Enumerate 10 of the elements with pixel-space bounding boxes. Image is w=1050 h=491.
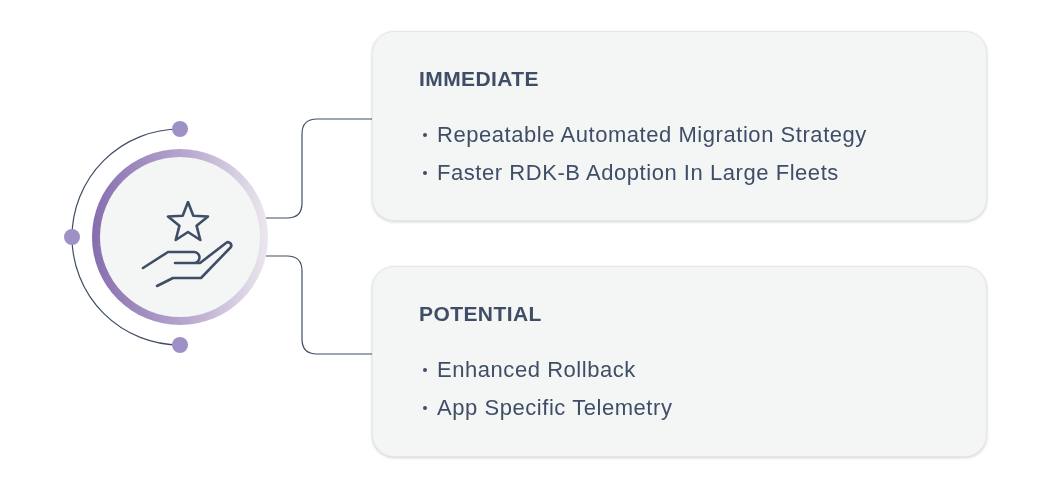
list-item-text: App Specific Telemetry	[437, 394, 673, 422]
list-item-text: Enhanced Rollback	[437, 356, 636, 384]
info-card	[372, 31, 987, 221]
section-heading: IMMEDIATE	[419, 66, 540, 92]
list-item-text: Repeatable Automated Migration Strategy	[437, 121, 867, 149]
list-item-text: Faster RDK-B Adoption In Large Fleets	[437, 159, 839, 187]
info-card	[372, 266, 987, 457]
section-heading: POTENTIAL	[419, 301, 542, 327]
connector-line	[265, 118, 373, 219]
connector-line	[265, 255, 373, 355]
